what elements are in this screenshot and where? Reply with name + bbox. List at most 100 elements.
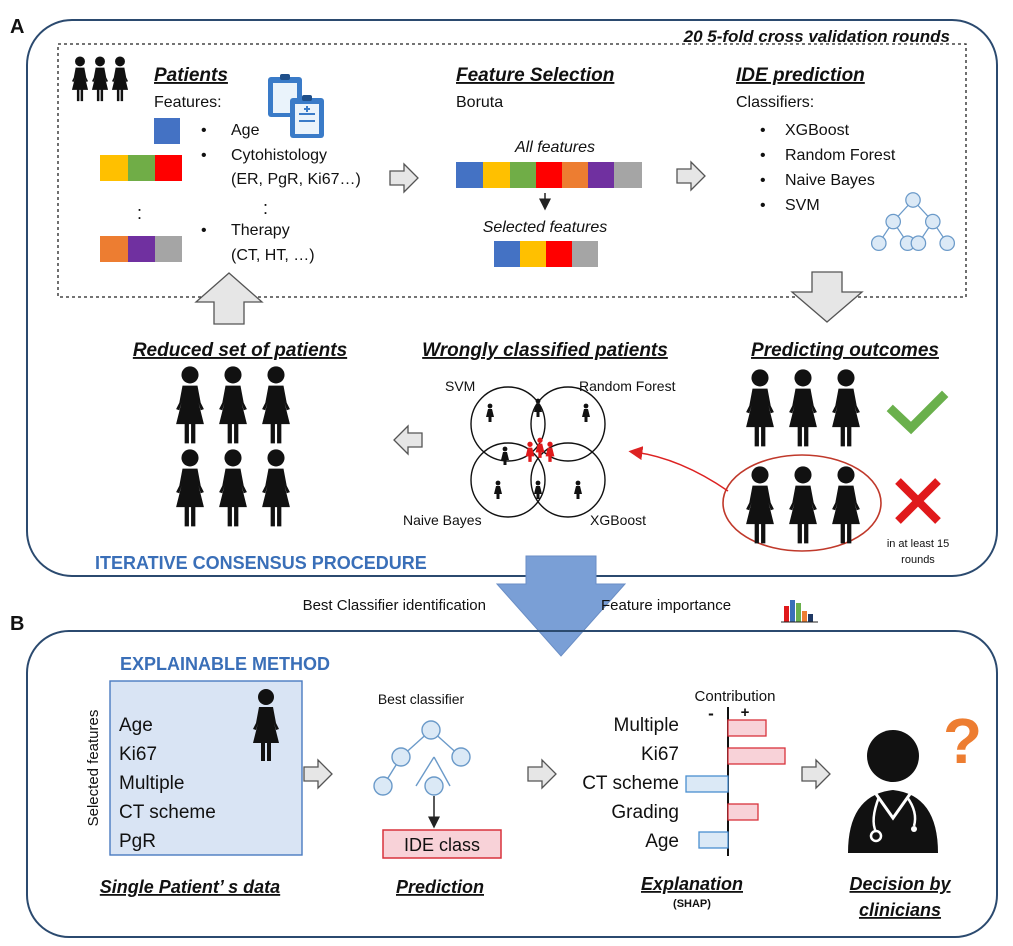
selected-features-label: Selected features [483, 219, 608, 236]
classifier-svm: SVM [785, 197, 820, 214]
best-classifier-identification: Best Classifier identification [303, 597, 486, 614]
feature-age: Age [231, 122, 260, 139]
arrow-to-reduced [393, 425, 423, 455]
shap-bar-multiple [727, 719, 767, 737]
decision-caption-line1: Decision by [849, 874, 951, 894]
vertical-dots: : [137, 203, 142, 223]
patient-feature-ki67: Ki67 [119, 744, 157, 765]
doctor-icon [848, 730, 938, 853]
feature-importance-label: Feature importance [601, 597, 731, 614]
panel-b-letter: B [10, 613, 24, 635]
feature-bar-cytohistology [100, 155, 182, 181]
feature-therapy: Therapy [231, 222, 290, 239]
ide-prediction-title: IDE prediction [736, 65, 865, 86]
iterative-procedure-label: ITERATIVE CONSENSUS PROCEDURE [95, 553, 427, 573]
feature-bar-all [456, 162, 642, 188]
reduced-set-title: Reduced set of patients [133, 340, 347, 361]
patient-feature-age: Age [119, 715, 153, 736]
feature-selection-method: Boruta [456, 94, 503, 111]
clipboard-icon [268, 74, 324, 138]
decision-tree-icon [870, 192, 956, 252]
best-classifier-label: Best classifier [378, 691, 465, 707]
feature-bar-selected [494, 241, 598, 267]
single-patient-caption: Single Patient’ s data [100, 877, 280, 897]
feature-cytohistology: Cytohistology [231, 147, 327, 164]
feature-cytohistology-detail: (ER, PgR, Ki67…) [231, 171, 361, 188]
decision-caption-line2: clinicians [859, 900, 941, 920]
shap-feature-ct-scheme: CT scheme [582, 773, 679, 794]
svg-text:•: • [760, 172, 766, 189]
arrow-prediction-to-explanation [527, 759, 557, 789]
feature-importance-icon [781, 600, 818, 623]
ide-class-box [382, 829, 502, 859]
shap-bar-ct-scheme [685, 775, 729, 793]
rounds-note-line1: in at least 15 [887, 538, 949, 550]
svg-text:•: • [201, 222, 207, 239]
shap-bar-age [698, 831, 729, 849]
arrow-reduced-up [194, 272, 264, 325]
best-classifier-tree-icon [373, 720, 471, 796]
feature-selection-title: Feature Selection [456, 65, 614, 86]
explainable-method-label: EXPLAINABLE METHOD [120, 654, 330, 674]
feature-therapy-detail: (CT, HT, …) [231, 247, 315, 264]
venn-label-xgboost: XGBoost [590, 512, 646, 528]
svg-text:•: • [760, 197, 766, 214]
svg-text:•: • [201, 147, 207, 164]
misclassified-ellipse [722, 454, 882, 552]
shap-feature-multiple: Multiple [614, 715, 679, 736]
shap-feature-grading: Grading [611, 802, 679, 823]
venn-consensus-patients [525, 437, 555, 462]
arrow-data-to-classifier [303, 759, 333, 789]
shap-bar-ki67 [727, 747, 786, 765]
cv-rounds-label: 20 5-fold cross validation rounds [683, 27, 950, 46]
arrow-prediction-down [790, 271, 864, 323]
misclassified-arrow [628, 446, 729, 492]
patients-group-icon [71, 56, 129, 102]
shap-feature-age: Age [645, 831, 679, 852]
big-down-arrow [495, 555, 627, 657]
shap-caption: (SHAP) [673, 898, 711, 910]
venn-label-naive-bayes: Naive Bayes [403, 512, 482, 528]
arrow-selection-to-prediction [676, 161, 706, 191]
classifier-random-forest: Random Forest [785, 147, 896, 164]
correct-patients-icons [746, 369, 860, 447]
panel-a-frame [26, 19, 998, 577]
panel-a-letter: A [10, 16, 24, 38]
patients-title: Patients [154, 65, 228, 86]
venn-label-svm: SVM [445, 378, 475, 394]
misclassified-patients-icons [746, 466, 860, 544]
svg-text:•: • [760, 122, 766, 139]
all-features-label: All features [514, 139, 595, 156]
feature-square-age [154, 118, 180, 144]
features-label: Features: [154, 94, 222, 111]
svg-text:•: • [760, 147, 766, 164]
check-icon [886, 390, 949, 435]
minus-sign: - [708, 704, 714, 723]
arrow-patients-to-selection [389, 163, 419, 193]
shap-feature-ki67: Ki67 [641, 744, 679, 765]
venn-label-random-forest: Random Forest [579, 378, 676, 394]
predicting-outcomes-title: Predicting outcomes [751, 340, 939, 361]
cv-dashed-box [57, 43, 967, 298]
classifiers-label: Classifiers: [736, 94, 814, 111]
vertical-dots-2: : [263, 198, 268, 218]
wrongly-classified-title: Wrongly classified patients [422, 340, 668, 361]
svg-text:•: • [201, 122, 207, 139]
cross-icon [895, 478, 941, 524]
patient-feature-ct-scheme: CT scheme [119, 802, 216, 823]
classifier-xgboost: XGBoost [785, 122, 850, 139]
patient-feature-multiple: Multiple [119, 773, 184, 794]
rounds-note-line2: rounds [901, 554, 935, 566]
classifier-naive-bayes: Naive Bayes [785, 172, 875, 189]
patient-data-box [109, 680, 303, 856]
venn-diagram [470, 386, 606, 518]
explanation-caption: Explanation [641, 874, 743, 894]
question-mark-icon: ? [943, 705, 982, 777]
ide-class-label: IDE class [404, 835, 480, 855]
selected-features-vertical: Selected features [85, 710, 102, 827]
plus-sign: + [741, 704, 750, 721]
reduced-patients-icons [176, 366, 290, 527]
contribution-label: Contribution [695, 688, 776, 705]
patient-feature-pgr: PgR [119, 831, 156, 852]
